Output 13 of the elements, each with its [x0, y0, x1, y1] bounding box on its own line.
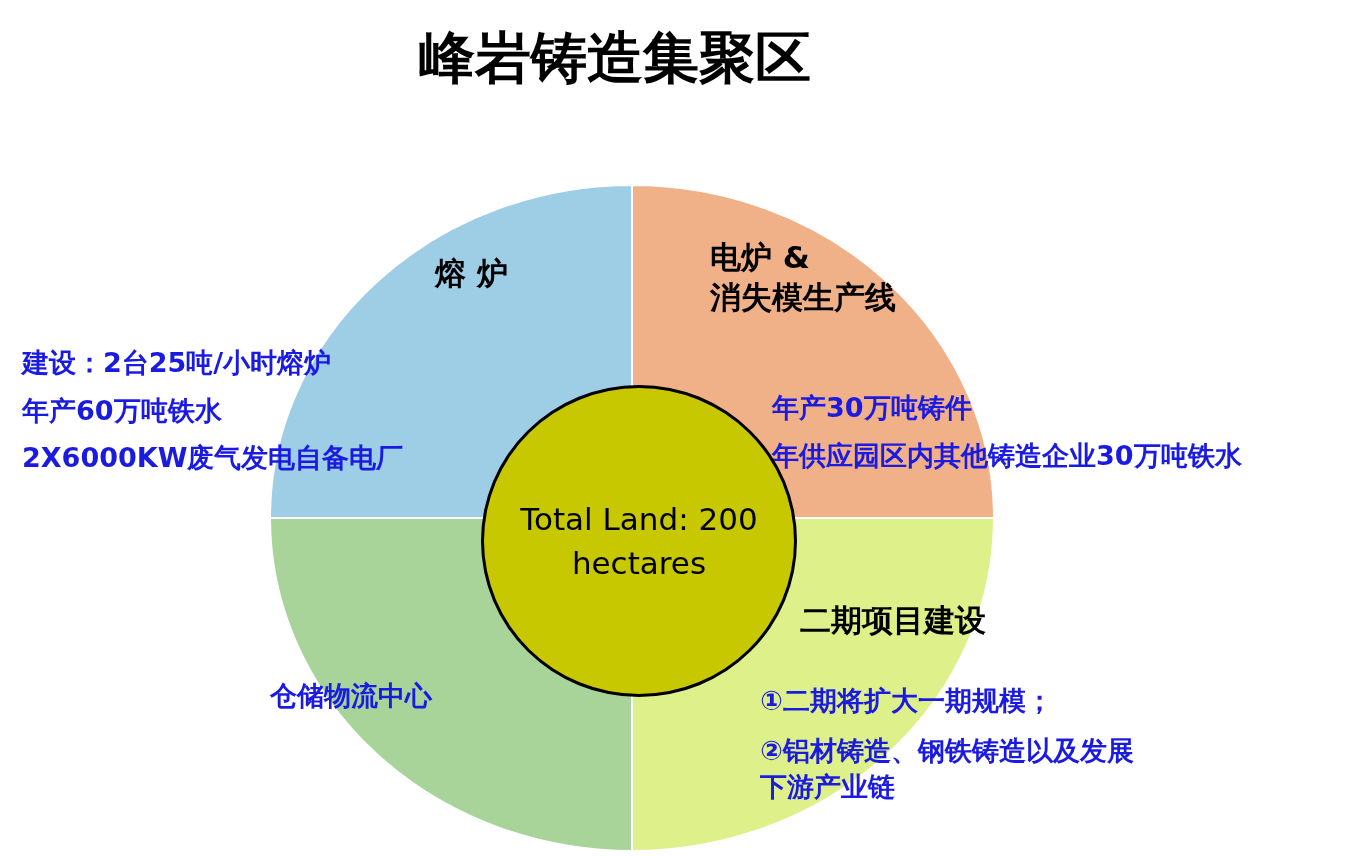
sector-text: 仓储物流中心	[270, 679, 432, 713]
circle-label: Total Land: 200 hectares	[519, 500, 759, 583]
sector-text: 2X6000KW废气发电自备电厂	[22, 441, 404, 475]
sector-text: 年供应园区内其他铸造企业30万吨铁水	[772, 439, 1242, 473]
sector-text: ①二期将扩大一期规模；	[760, 684, 1053, 718]
sector-heading: 二期项目建设	[800, 601, 986, 640]
sector-text: ②铝材铸造、钢铁铸造以及发展下游产业链	[760, 734, 1135, 804]
sector-text: 年产30万吨铸件	[772, 391, 972, 425]
sector-text: 建设：2台25吨/小时熔炉	[22, 346, 332, 380]
title: 峰岩铸造集聚区	[418, 24, 812, 92]
sector-heading: 电炉 & 消失模生产线	[710, 238, 897, 317]
sector-text: 年产60万吨铁水	[22, 394, 222, 428]
sector-heading: 熔 炉	[435, 254, 508, 293]
